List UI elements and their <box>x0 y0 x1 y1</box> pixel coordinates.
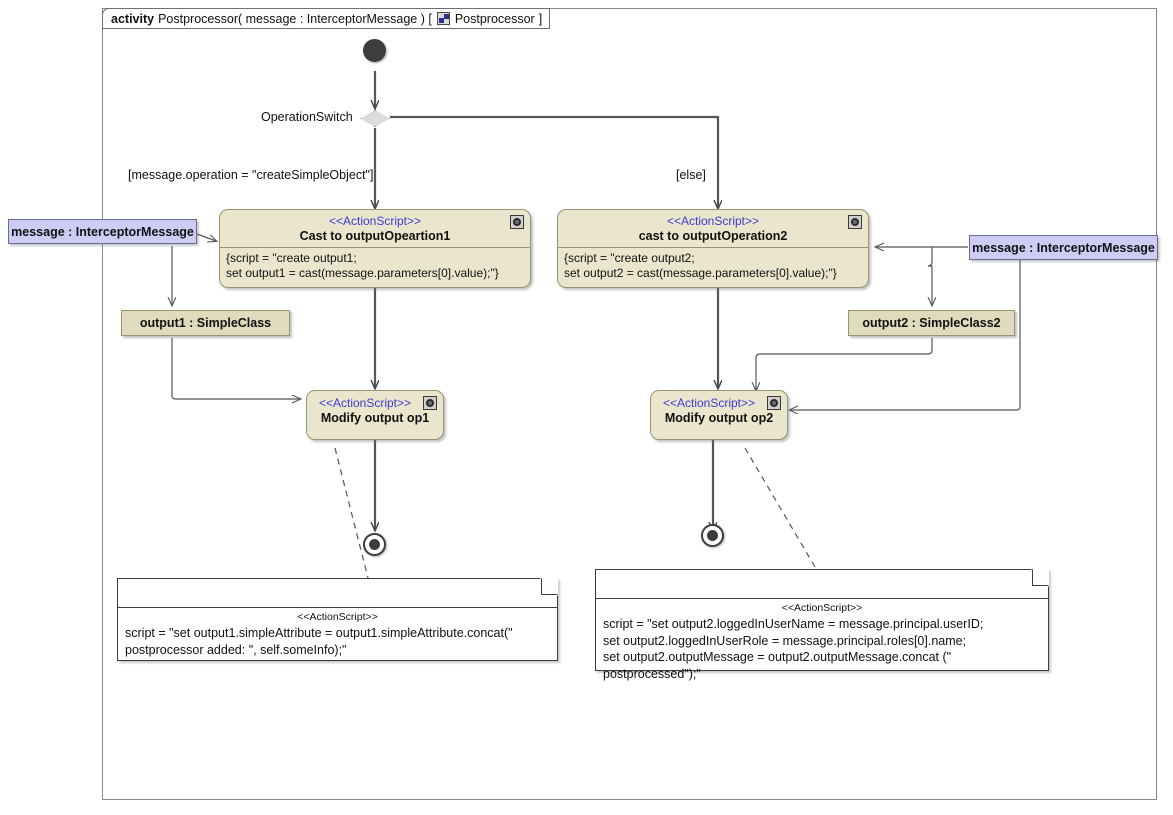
action-cast-to-output-operation2[interactable]: <<ActionScript>> cast to outputOperation… <box>557 209 869 288</box>
action-separator <box>220 247 530 248</box>
guard-right: [else] <box>676 168 706 182</box>
frame-signature: Postprocessor( message : InterceptorMess… <box>158 11 432 26</box>
frame-diagram-name: Postprocessor <box>454 11 535 26</box>
note-text: script = "set output1.simpleAttribute = … <box>125 626 513 657</box>
activity-frame <box>102 8 1157 800</box>
activity-frame-header: activity Postprocessor( message : Interc… <box>102 8 551 29</box>
action-modify-output-op2[interactable]: <<ActionScript>> Modify output op2 <box>650 390 788 440</box>
final-node-right[interactable] <box>701 524 724 547</box>
decision-label: OperationSwitch <box>261 110 353 124</box>
pin-message-right[interactable]: message : InterceptorMessage <box>969 235 1158 260</box>
action-stereotype: <<ActionScript>> <box>328 214 422 228</box>
object-node-output2[interactable]: output2 : SimpleClass2 <box>848 310 1015 336</box>
pin-message-left[interactable]: message : InterceptorMessage <box>8 219 197 244</box>
frame-close-bracket: ] <box>538 11 543 26</box>
action-script-icon[interactable] <box>848 215 862 229</box>
action-script-icon[interactable] <box>767 396 781 410</box>
action-body: {script = "create output2; set output2 =… <box>564 251 837 280</box>
action-name: Cast to outputOpeartion1 <box>299 229 451 243</box>
action-stereotype: <<ActionScript>> <box>666 214 760 228</box>
frame-keyword: activity <box>111 11 155 26</box>
final-node-left[interactable] <box>363 533 386 556</box>
note-actionscript-op2[interactable]: <<ActionScript>> script = "set output2.l… <box>595 569 1049 681</box>
guard-left: [message.operation = "createSimpleObject… <box>128 168 374 182</box>
action-modify-output-op1[interactable]: <<ActionScript>> Modify output op1 <box>306 390 444 440</box>
action-body: {script = "create output1; set output1 =… <box>226 251 499 280</box>
action-script-icon[interactable] <box>510 215 524 229</box>
object-node-output1[interactable]: output1 : SimpleClass <box>121 310 290 336</box>
action-stereotype: <<ActionScript>> <box>318 396 412 410</box>
decision-node[interactable] <box>360 110 390 127</box>
action-cast-to-output-operation1[interactable]: <<ActionScript>> Cast to outputOpeartion… <box>219 209 531 288</box>
note-top-band <box>596 570 1048 599</box>
note-actionscript-op1[interactable]: <<ActionScript>> script = "set output1.s… <box>117 578 558 661</box>
initial-node[interactable] <box>363 39 386 62</box>
action-script-icon[interactable] <box>423 396 437 410</box>
action-separator <box>558 247 868 248</box>
action-name: Modify output op2 <box>664 411 774 425</box>
class-diagram-icon <box>436 12 450 25</box>
action-stereotype: <<ActionScript>> <box>662 396 756 410</box>
note-top-band <box>118 579 557 608</box>
note-stereotype: <<ActionScript>> <box>781 602 863 614</box>
action-name: Modify output op1 <box>320 411 430 425</box>
action-name: cast to outputOperation2 <box>638 229 788 243</box>
note-text: script = "set output2.loggedInUserName =… <box>603 617 984 681</box>
note-stereotype: <<ActionScript>> <box>297 611 378 623</box>
